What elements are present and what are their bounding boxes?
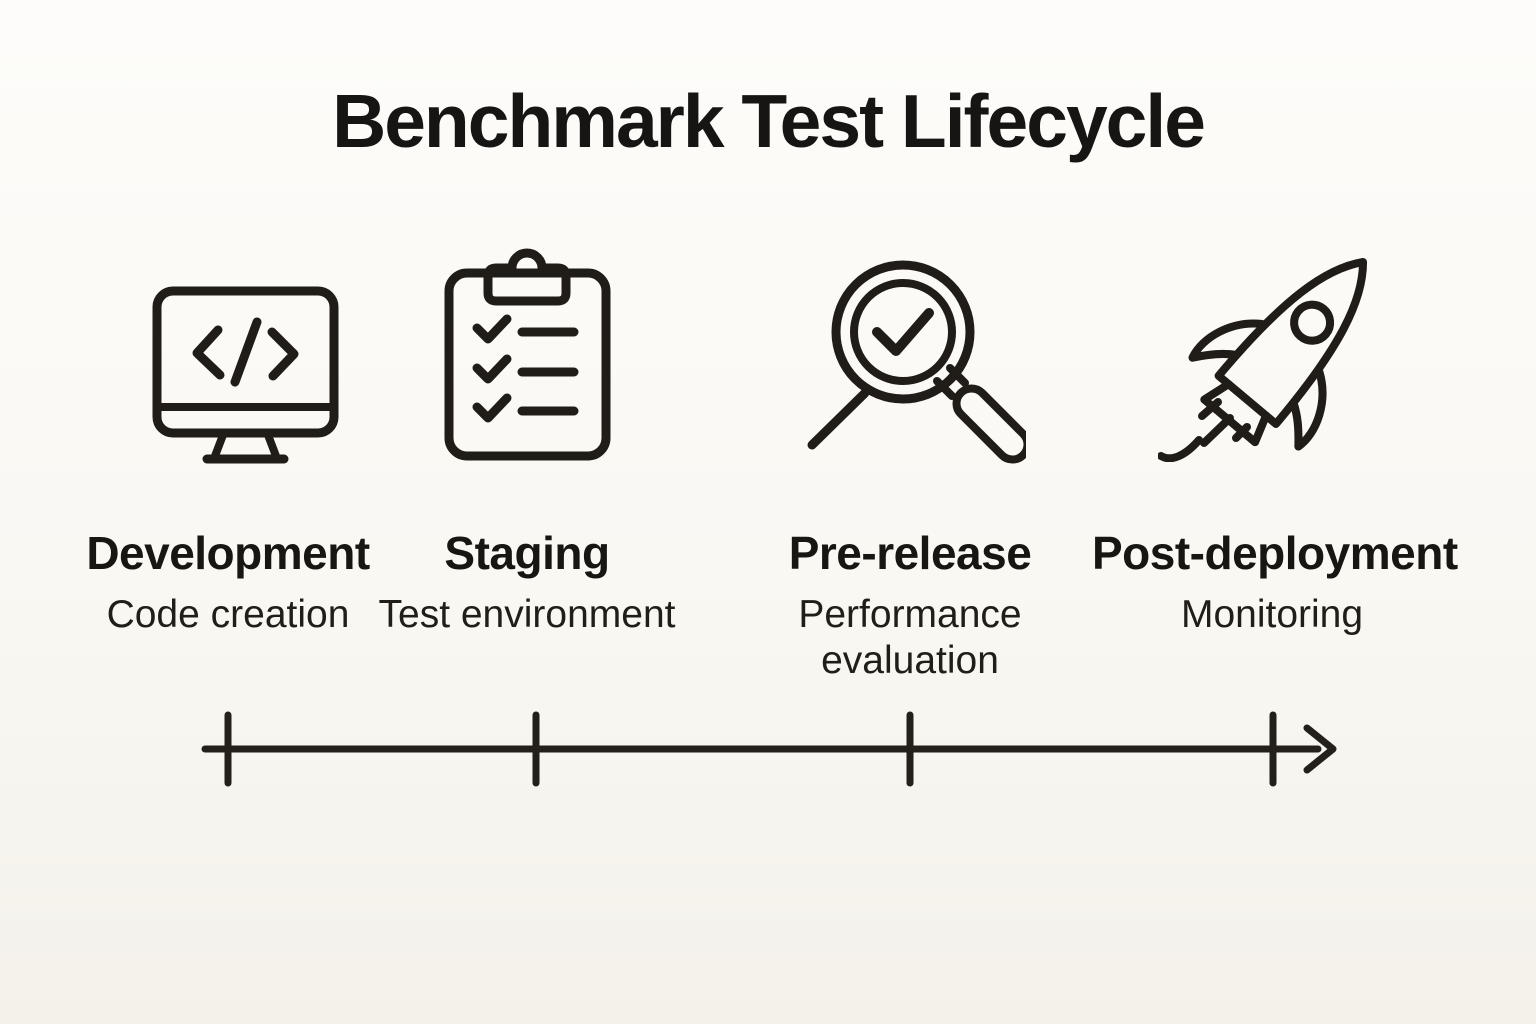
stage-development: Development Code creation xyxy=(48,527,408,638)
stage-staging: Staging Test environment xyxy=(347,527,707,638)
stage-sublabel: Performance evaluation xyxy=(798,592,1022,682)
magnifier-check-icon xyxy=(807,260,1026,464)
page-title: Benchmark Test Lifecycle xyxy=(332,79,1206,163)
stage-sublabel: Test environment xyxy=(378,592,676,636)
stage-label: Post-deployment xyxy=(1092,527,1458,579)
stage-sublabel: Monitoring xyxy=(1180,592,1364,636)
code-monitor-icon xyxy=(152,286,339,464)
stage-sublabel: Code creation xyxy=(106,592,350,636)
stage-pre-release: Pre-release Performance evaluation xyxy=(730,527,1090,684)
stage-label: Staging xyxy=(444,527,610,579)
stage-label: Development xyxy=(86,527,370,579)
arrowhead-icon xyxy=(1303,724,1337,774)
timeline-arrow xyxy=(201,711,1337,787)
rocket-icon xyxy=(1158,257,1368,462)
stage-post-deployment: Post-deployment Monitoring xyxy=(1092,527,1458,638)
stage-label: Pre-release xyxy=(788,527,1032,579)
checklist-clipboard-icon xyxy=(444,248,611,461)
